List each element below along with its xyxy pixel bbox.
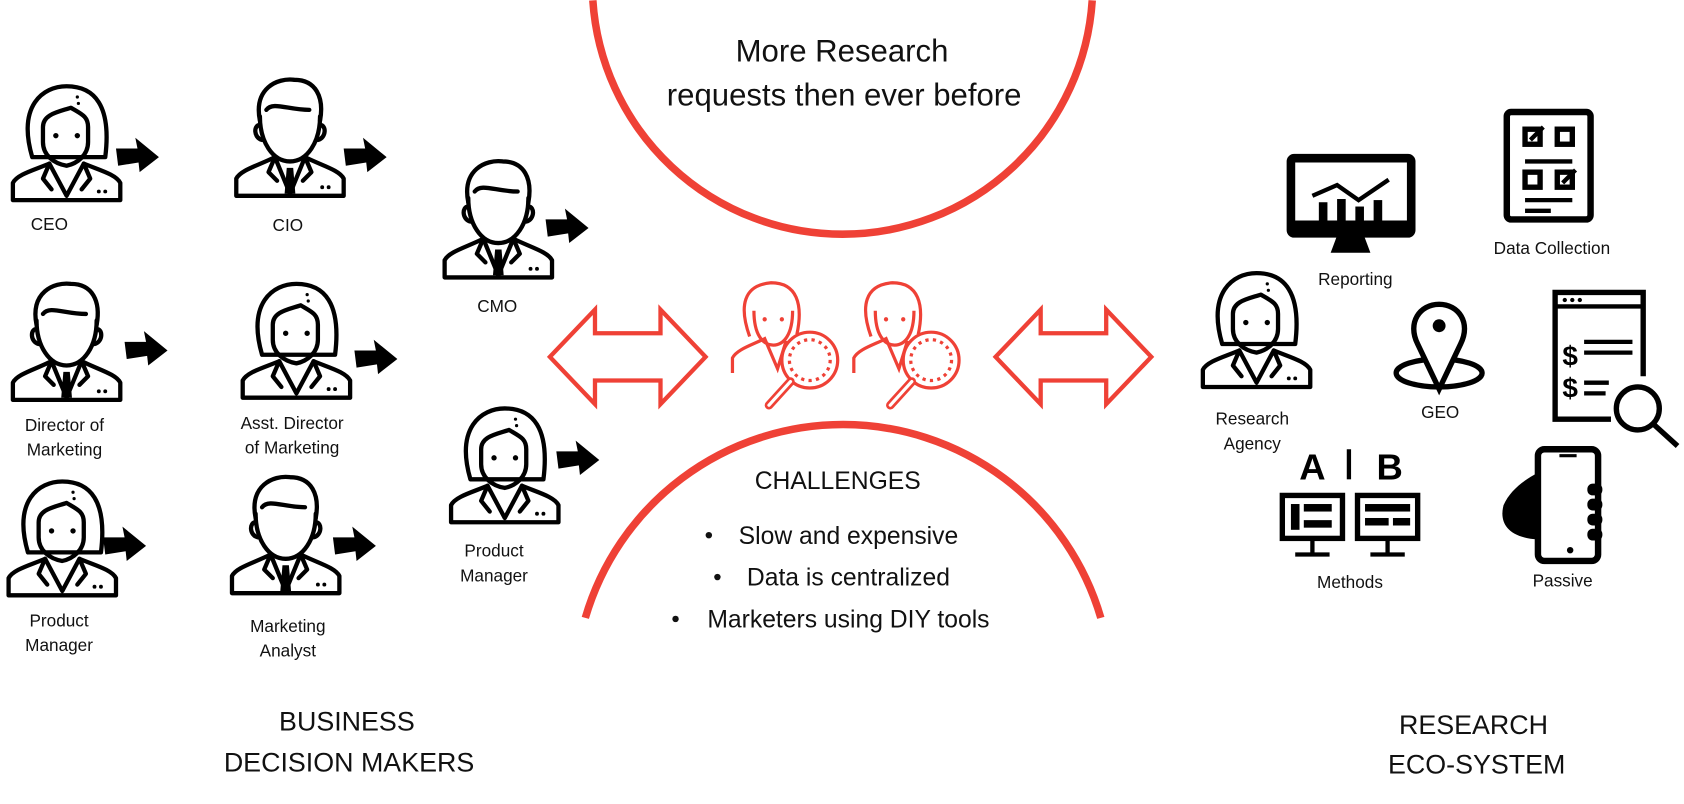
person-label: Marketing <box>250 616 325 636</box>
eco-label: GEO <box>1421 402 1459 422</box>
eco-label: Data Collection <box>1494 238 1610 258</box>
male-person-icon <box>236 80 343 196</box>
double-arrow-icon <box>996 310 1152 405</box>
challenge-item: Slow and expensive <box>739 523 959 550</box>
eco-label: Reporting <box>1318 269 1392 289</box>
monitor-chart-icon <box>1286 153 1416 253</box>
checklist-icon <box>1503 108 1594 223</box>
arrow-right-icon <box>124 331 168 366</box>
eco-label: Passive <box>1533 571 1593 591</box>
female-person-icon <box>243 284 350 398</box>
agency-label: Agency <box>1224 433 1282 453</box>
top-circle-line1: More Research <box>736 34 949 69</box>
challenge-item: Marketers using DIY tools <box>707 607 989 634</box>
challenges-list: Slow and expensive Data is centralized M… <box>672 523 990 634</box>
top-circle <box>589 0 1096 238</box>
arrow-right-icon <box>343 137 387 173</box>
female-person-icon <box>9 481 116 595</box>
person-label: Marketing <box>27 440 102 460</box>
agency-label: Research <box>1216 409 1289 429</box>
eco-system: Research Agency Reporting Data Collectio… <box>1203 108 1680 592</box>
person-label: CEO <box>31 214 68 234</box>
hand-phone-icon <box>1502 446 1603 565</box>
arrow-right-icon <box>545 208 589 244</box>
female-person-icon <box>1203 273 1310 387</box>
person-label: Manager <box>460 565 528 585</box>
ab-test-icon: A B <box>1279 446 1421 557</box>
section-title-business: BUSINESS <box>279 707 415 737</box>
person-label: Product <box>29 610 88 630</box>
pricing-search-icon: $ $ <box>1552 289 1680 449</box>
decision-makers: CEO CIO CMO Director of Marketing Asst. … <box>9 80 600 661</box>
svg-text:$: $ <box>1562 373 1578 404</box>
double-arrow-icon <box>550 310 706 405</box>
person-label: Product <box>464 541 523 561</box>
svg-text:B: B <box>1377 446 1403 487</box>
female-person-icon <box>451 408 558 522</box>
svg-text:A: A <box>1299 446 1325 487</box>
challenges-title: CHALLENGES <box>755 468 921 495</box>
female-person-icon <box>13 86 120 200</box>
section-title-research: ECO-SYSTEM <box>1388 750 1565 780</box>
section-title-research: RESEARCH <box>1399 710 1548 740</box>
challenge-item: Data is centralized <box>747 565 950 592</box>
arrow-right-icon <box>556 440 600 476</box>
person-label: Manager <box>25 635 93 655</box>
male-person-icon <box>13 284 120 400</box>
svg-text:$: $ <box>1562 340 1578 371</box>
person-label: Asst. Director <box>241 413 344 433</box>
male-researcher-icon <box>854 283 959 405</box>
person-label: Analyst <box>260 641 317 661</box>
person-label: of Marketing <box>245 438 339 458</box>
eco-label: Methods <box>1317 572 1383 592</box>
top-circle-line2: requests then ever before <box>667 78 1022 113</box>
person-label: CMO <box>477 296 517 316</box>
person-label: Director of <box>25 415 104 435</box>
arrow-right-icon <box>332 526 376 561</box>
arrow-right-icon <box>115 137 159 173</box>
male-person-icon <box>445 161 552 277</box>
female-researcher-icon <box>732 283 837 405</box>
section-title-business: DECISION MAKERS <box>224 747 474 777</box>
male-person-icon <box>232 477 339 593</box>
challenges-arc <box>581 420 1105 619</box>
person-label: CIO <box>273 215 304 235</box>
map-pin-icon <box>1393 301 1485 396</box>
arrow-right-icon <box>354 339 398 375</box>
arrow-right-icon <box>103 526 147 561</box>
